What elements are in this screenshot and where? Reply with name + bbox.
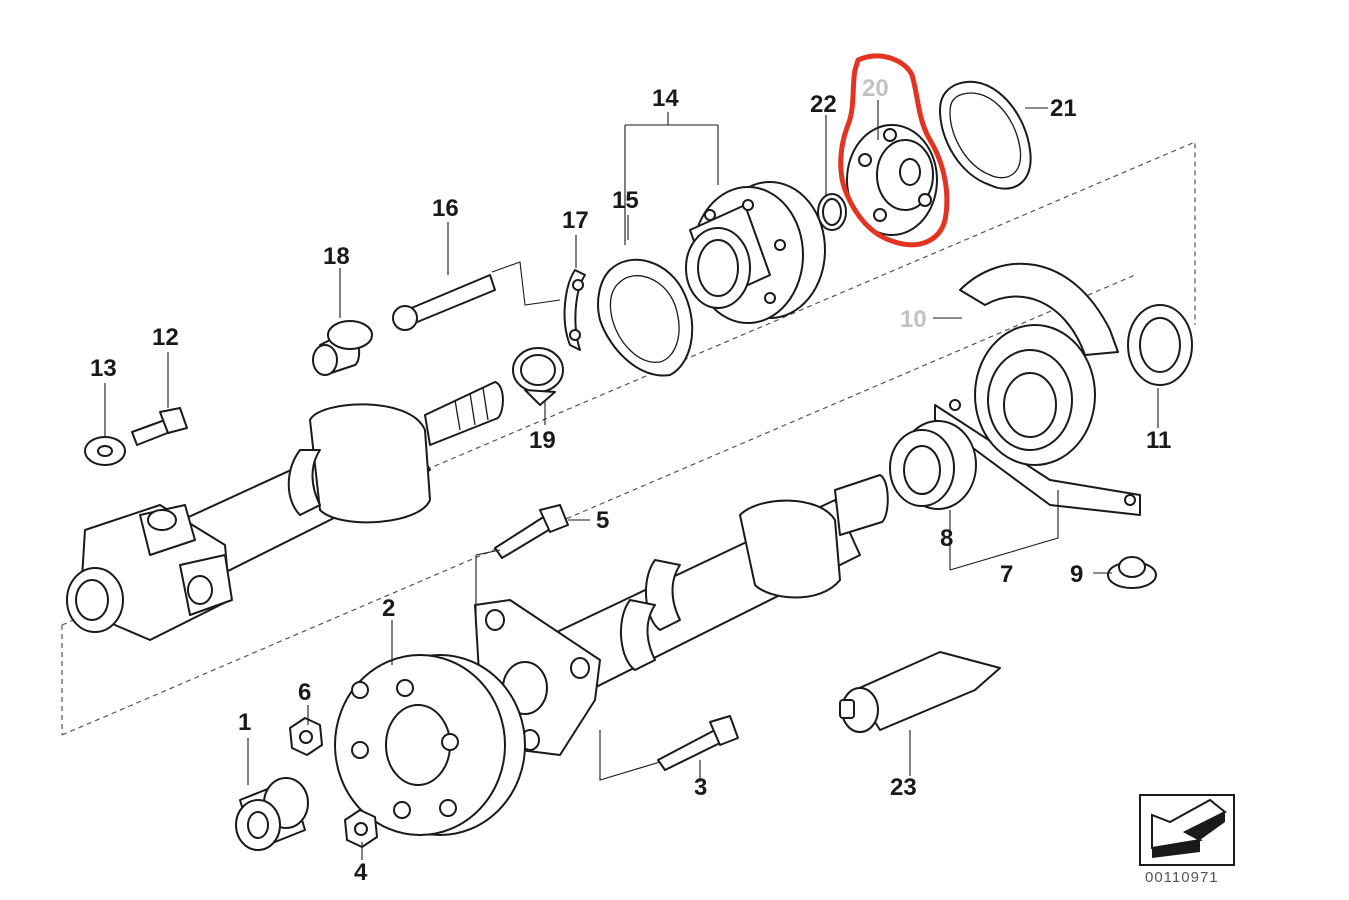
- callout-9: 9: [1070, 561, 1083, 588]
- callout-7: 7: [1000, 561, 1013, 588]
- assembly-outline-lower: [61, 274, 1136, 736]
- gasket-21: [939, 80, 1032, 190]
- clamp-19: [512, 347, 564, 406]
- lower-shaft: [539, 474, 889, 701]
- callout-12: 12: [152, 324, 179, 351]
- leader-lines: [104, 100, 1159, 860]
- nut-4: [344, 809, 378, 848]
- callout-15: 15: [612, 187, 639, 214]
- callout-4: 4: [354, 859, 368, 886]
- callout-20: 20: [862, 75, 889, 102]
- callout-10: 10: [900, 306, 927, 333]
- callout-3: 3: [694, 774, 707, 801]
- cap-18: [312, 320, 373, 376]
- washer-13: [84, 436, 126, 466]
- document-number: 00110971: [1145, 869, 1219, 886]
- sleeve: [235, 777, 309, 851]
- lock-plate-17: [563, 269, 586, 351]
- heat-shield-10: [959, 262, 1119, 356]
- flange-nut-9: [1107, 556, 1157, 589]
- callout-23: 23: [890, 774, 917, 801]
- callout-17: 17: [562, 207, 589, 234]
- callout-16: 16: [432, 195, 459, 222]
- callout-14: 14: [652, 85, 679, 112]
- bolt-16: [392, 274, 496, 331]
- flex-disc: [334, 654, 526, 836]
- ball-bearing-8: [889, 420, 977, 510]
- centering-sleeve-20: [846, 124, 938, 236]
- universal-joint: [66, 504, 233, 641]
- gasket-15: [597, 258, 694, 377]
- nut-6: [289, 717, 323, 756]
- callout-18: 18: [323, 243, 350, 270]
- view-direction-arrow-icon: [1139, 794, 1235, 866]
- callout-2: 2: [382, 595, 395, 622]
- callout-19: 19: [529, 427, 556, 454]
- center-bearing-7: [934, 324, 1141, 516]
- callout-labels: 1 2 3 4 5 6 7 8 9 10 11 12 13 14 15 16 1…: [90, 75, 1171, 886]
- bolt-12: [131, 407, 188, 446]
- callout-5: 5: [596, 507, 609, 534]
- callout-13: 13: [90, 355, 117, 382]
- highlight-outline: [838, 53, 950, 248]
- bolt-5: [494, 504, 569, 559]
- joint-flange-14: [685, 181, 826, 324]
- callout-21: 21: [1050, 95, 1077, 122]
- grease-tube-23: [839, 651, 1001, 733]
- callout-8: 8: [940, 525, 953, 552]
- bolt-3: [657, 715, 739, 771]
- callout-6: 6: [298, 679, 311, 706]
- callout-22: 22: [810, 91, 837, 118]
- assembly-outline-upper: [61, 141, 1196, 735]
- seal-ring-11: [1127, 304, 1193, 386]
- callout-1: 1: [238, 709, 251, 736]
- callout-11: 11: [1146, 427, 1171, 454]
- snap-ring-22: [817, 193, 847, 231]
